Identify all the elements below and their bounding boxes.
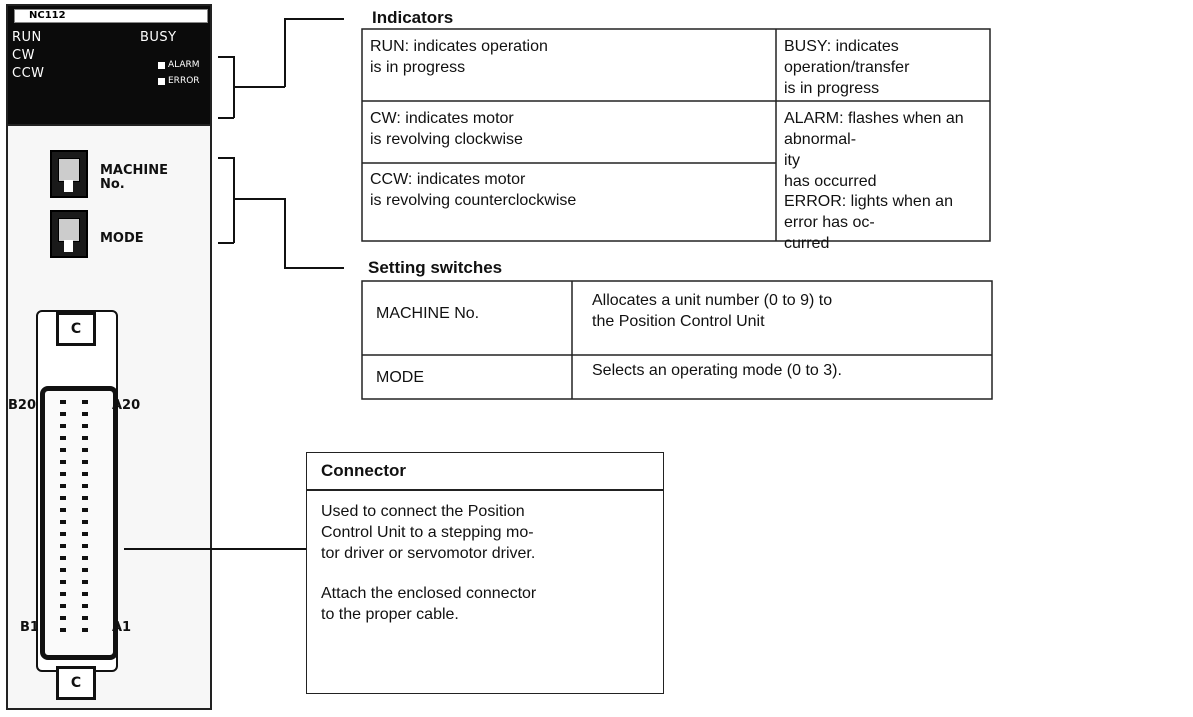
indicator-bracket-bottom bbox=[218, 117, 234, 119]
setting-switches-heading: Setting switches bbox=[368, 258, 503, 277]
error-led-icon bbox=[158, 78, 165, 85]
pin-label-a20: A20 bbox=[112, 398, 141, 413]
connector-pins-right bbox=[82, 400, 88, 636]
indicators-heading: Indicators bbox=[372, 8, 454, 27]
switch-machine-no-desc: Allocates a unit number (0 to 9) to the … bbox=[592, 292, 833, 330]
machine-switch-label-line2: No. bbox=[100, 177, 125, 192]
led-alarm-label: ALARM bbox=[168, 60, 200, 70]
switch-leader-vertical bbox=[284, 198, 286, 268]
connector-pins-left bbox=[60, 400, 66, 636]
connector-leader-line bbox=[124, 548, 306, 550]
position-control-unit-front-panel: NC112 RUN BUSY CW CCW ALARM ERROR MACHIN… bbox=[6, 4, 212, 710]
alarm-led-icon bbox=[158, 62, 165, 69]
connector-bottom-latch: C bbox=[56, 666, 96, 700]
switch-machine-no-name: MACHINE No. bbox=[376, 305, 480, 322]
indicator-ccw-desc: CCW: indicates motor is revolving counte… bbox=[370, 171, 577, 209]
connector-info-box: Connector Used to connect the Position C… bbox=[306, 452, 664, 694]
connector-top-latch: C bbox=[56, 312, 96, 346]
switch-bracket-bottom bbox=[218, 242, 234, 244]
indicator-alarm-desc: ALARM: flashes when an abnormal- ity has… bbox=[784, 110, 964, 190]
mode-rotary-switch[interactable] bbox=[50, 210, 88, 258]
indicator-cw-desc: CW: indicates motor is revolving clockwi… bbox=[370, 110, 523, 148]
indicator-run-desc: RUN: indicates operation is in progress bbox=[370, 38, 548, 76]
indicator-leader-to-heading bbox=[284, 18, 344, 20]
connector-heading: Connector bbox=[321, 461, 406, 480]
connector-instruction: Attach the enclosed connector to the pro… bbox=[321, 585, 537, 623]
led-busy-label: BUSY bbox=[140, 30, 177, 45]
connector-socket[interactable] bbox=[40, 386, 118, 660]
connector-heading-rule bbox=[307, 489, 663, 491]
indicator-panel: NC112 RUN BUSY CW CCW ALARM ERROR bbox=[6, 4, 212, 126]
switch-mode-name: MODE bbox=[376, 369, 424, 386]
machine-no-rotary-switch[interactable] bbox=[50, 150, 88, 198]
switch-leader-horizontal bbox=[233, 198, 285, 200]
indicator-bracket-top bbox=[218, 56, 234, 58]
pin-label-b20: B20 bbox=[8, 398, 36, 413]
led-error-label: ERROR bbox=[168, 76, 200, 86]
connector-description: Used to connect the Position Control Uni… bbox=[321, 503, 536, 562]
switch-bracket-top bbox=[218, 157, 234, 159]
led-run-label: RUN bbox=[12, 30, 42, 45]
model-plate: NC112 bbox=[14, 9, 208, 23]
led-cw-label: CW bbox=[12, 48, 35, 63]
switch-leader-to-heading bbox=[284, 267, 344, 269]
switch-bracket-vertical bbox=[233, 157, 235, 243]
mode-switch-label: MODE bbox=[100, 231, 144, 246]
pin-label-a1: A1 bbox=[112, 620, 132, 635]
indicator-leader-vertical bbox=[284, 18, 286, 87]
led-ccw-label: CCW bbox=[12, 66, 45, 81]
indicator-error-desc: ERROR: lights when an error has oc- curr… bbox=[784, 193, 953, 252]
indicator-busy-desc: BUSY: indicates operation/transfer is in… bbox=[784, 38, 910, 97]
machine-switch-label-line1: MACHINE bbox=[100, 163, 169, 178]
switch-mode-desc: Selects an operating mode (0 to 3). bbox=[592, 362, 842, 379]
indicator-leader-horizontal bbox=[233, 86, 285, 88]
pin-label-b1: B1 bbox=[20, 620, 39, 635]
